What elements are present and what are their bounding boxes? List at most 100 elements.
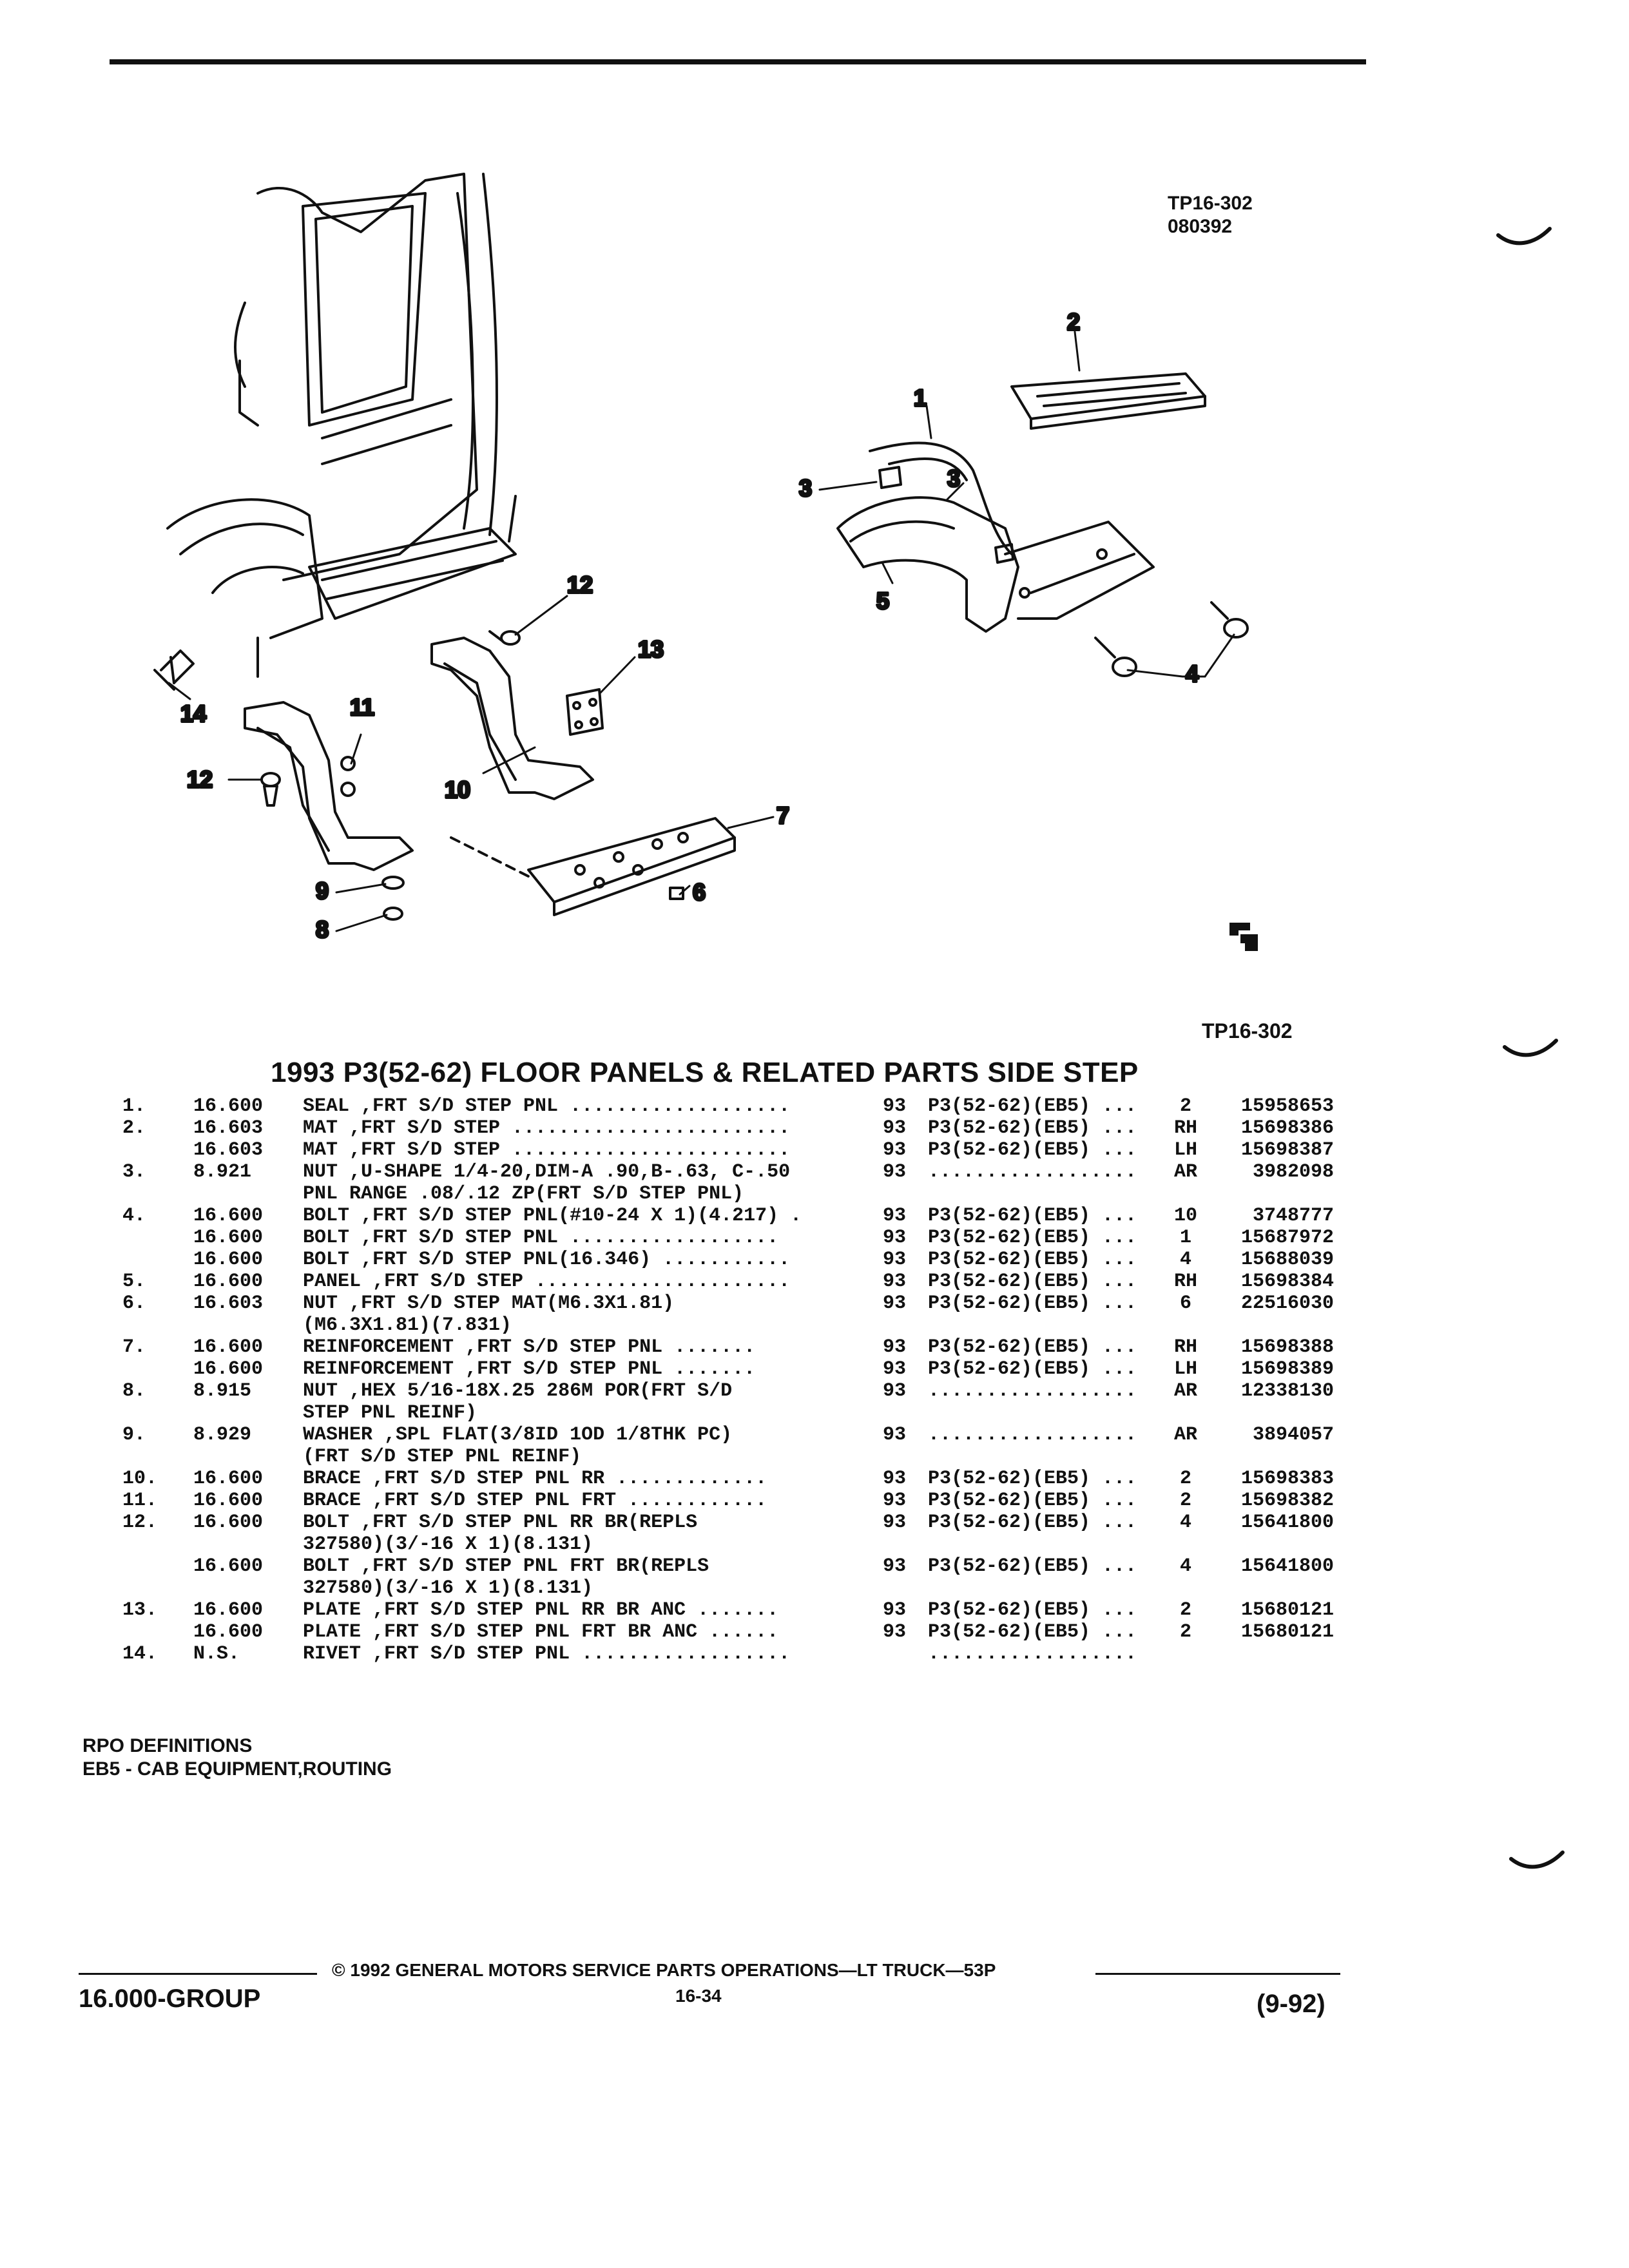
top-rule: [110, 59, 1366, 64]
callout-5: 5: [876, 588, 889, 614]
part-number: 15958653: [1240, 1095, 1334, 1117]
part-year: 93: [883, 1336, 907, 1358]
nuts-right: [878, 466, 1014, 564]
part-year: [883, 1643, 928, 1665]
part-application: P3(52-62)(EB5) ...: [928, 1205, 1137, 1227]
part-quantity: AR: [1173, 1380, 1197, 1402]
part-ref: 8.: [122, 1380, 146, 1402]
part-year: 93: [883, 1205, 907, 1227]
part-year: [883, 1183, 928, 1205]
table-row: 16.603 MAT ,FRT S/D STEP ................…: [122, 1139, 1334, 1161]
part-number: 15680121: [1240, 1621, 1334, 1643]
step-mat: [1010, 372, 1206, 430]
part-description: BOLT ,FRT S/D STEP PNL(#10-24 X 1)(4.217…: [303, 1205, 802, 1227]
callout-2: 2: [1067, 309, 1080, 335]
part-ref: 7.: [122, 1336, 146, 1358]
part-group: 16.600: [193, 1249, 264, 1271]
page-title: 1993 P3(52-62) FLOOR PANELS & RELATED PA…: [271, 1057, 1139, 1088]
part-quantity: RH: [1173, 1271, 1197, 1293]
part-ref: [122, 1139, 193, 1161]
figure-id: TP16-302: [1168, 193, 1253, 214]
part-quantity: 4: [1179, 1555, 1191, 1577]
part-description: BOLT ,FRT S/D STEP PNL(16.346) .........…: [303, 1249, 791, 1271]
figure-id-bottom: TP16-302: [1202, 1019, 1293, 1043]
part-year: 93: [883, 1599, 907, 1621]
table-row: (M6.3X1.81)(7.831): [122, 1314, 1334, 1336]
table-row: 7. 16.600 REINFORCEMENT ,FRT S/D STEP PNL …: [122, 1336, 1334, 1358]
part-quantity: 4: [1179, 1512, 1191, 1533]
rpo-heading: RPO DEFINITIONS: [82, 1735, 253, 1756]
part-number: 15680121: [1240, 1599, 1334, 1621]
part-number: [1205, 1446, 1334, 1468]
part-number: [1205, 1533, 1334, 1555]
exploded-parts-diagram: 1 2 3 3 4 5 6 7 8 9 10 11 12 12 13 14: [0, 0, 1629, 1005]
part-description: MAT ,FRT S/D STEP ......................…: [303, 1139, 791, 1161]
part-number: 15698387: [1240, 1139, 1334, 1161]
part-group: 16.600: [193, 1271, 264, 1293]
part-group: 16.600: [193, 1227, 264, 1249]
part-quantity: 2: [1179, 1490, 1191, 1512]
part-quantity: LH: [1173, 1139, 1197, 1161]
table-row: (FRT S/D STEP PNL REINF): [122, 1446, 1334, 1468]
part-ref: [122, 1183, 193, 1205]
footer-date: (9-92): [1257, 1990, 1325, 2018]
step-panel: [836, 496, 1155, 633]
cab-door-outline: [166, 173, 517, 678]
part-group: 16.603: [193, 1139, 264, 1161]
footer-rule-right: [1095, 1973, 1340, 1975]
footer-page-number: 16-34: [675, 1986, 722, 2006]
part-quantity: [1166, 1446, 1205, 1468]
part-number: 15698386: [1240, 1117, 1334, 1139]
figure-id-block: TP16-302 080392: [1168, 192, 1253, 238]
part-ref: 9.: [122, 1424, 146, 1446]
part-application: P3(52-62)(EB5) ...: [928, 1271, 1137, 1293]
part-year: 93: [883, 1227, 907, 1249]
part-year: [883, 1577, 928, 1599]
part-number: 15698389: [1240, 1358, 1334, 1380]
callout-14: 14: [180, 700, 206, 727]
callout-8: 8: [316, 916, 329, 943]
part-group: [193, 1577, 303, 1599]
part-description: PLATE ,FRT S/D STEP PNL FRT BR ANC .....…: [303, 1621, 779, 1643]
part-description: 327580)(3/-16 X 1)(8.131): [303, 1577, 593, 1599]
part-ref: 4.: [122, 1205, 146, 1227]
part-year: 93: [883, 1490, 907, 1512]
part-group: [193, 1446, 303, 1468]
part-description: REINFORCEMENT ,FRT S/D STEP PNL .......: [303, 1336, 756, 1358]
callout-7: 7: [776, 802, 789, 829]
part-quantity: 2: [1179, 1599, 1191, 1621]
part-year: 93: [883, 1380, 907, 1402]
part-application: ..................: [928, 1424, 1137, 1446]
part-description: NUT ,FRT S/D STEP MAT(M6.3X1.81): [303, 1293, 675, 1314]
part-year: 93: [883, 1621, 907, 1643]
part-number: 15641800: [1240, 1555, 1334, 1577]
part-quantity: AR: [1173, 1424, 1197, 1446]
part-ref: 10.: [122, 1468, 158, 1490]
part-group: 16.600: [193, 1336, 264, 1358]
binding-mark-3: [1509, 1850, 1565, 1869]
part-ref: 1.: [122, 1095, 146, 1117]
part-group: 16.600: [193, 1468, 264, 1490]
brace-rr: [430, 637, 594, 800]
part-application: P3(52-62)(EB5) ...: [928, 1468, 1137, 1490]
callout-9: 9: [316, 878, 329, 904]
part-description: PLATE ,FRT S/D STEP PNL RR BR ANC ......…: [303, 1599, 779, 1621]
logo-mark: [1229, 923, 1258, 951]
callout-11: 11: [350, 694, 374, 720]
part-number: 3748777: [1252, 1205, 1334, 1227]
part-ref: [122, 1227, 193, 1249]
part-description: NUT ,U-SHAPE 1/4-20,DIM-A .90,B-.63, C-.…: [303, 1161, 791, 1183]
part-application: ..................: [928, 1380, 1137, 1402]
part-quantity: RH: [1173, 1117, 1197, 1139]
part-application: P3(52-62)(EB5) ...: [928, 1336, 1137, 1358]
part-description: MAT ,FRT S/D STEP ......................…: [303, 1117, 791, 1139]
callout-3a: 3: [799, 475, 812, 501]
part-quantity: 2: [1179, 1621, 1191, 1643]
